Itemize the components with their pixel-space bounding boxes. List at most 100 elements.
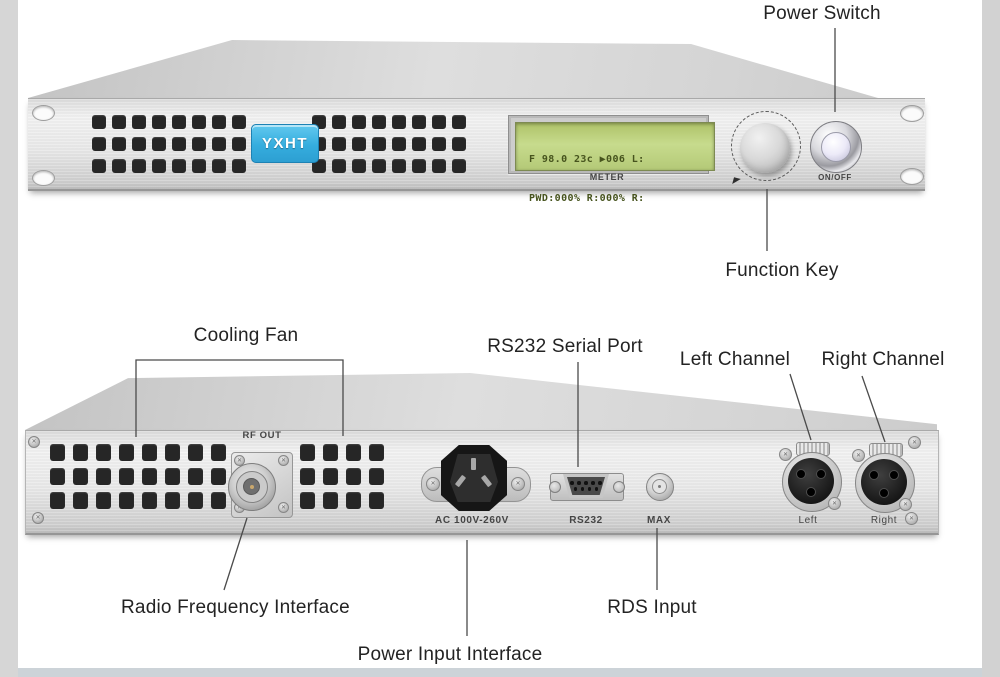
vent-hole <box>452 115 466 129</box>
vent-hole <box>232 137 246 151</box>
vent-hole <box>172 137 186 151</box>
xlr-left-connector[interactable] <box>788 458 834 504</box>
xlr-pin-hole <box>816 469 826 479</box>
vent-hole <box>112 159 126 173</box>
vent-hole <box>132 115 146 129</box>
vent-hole <box>192 159 206 173</box>
vent-hole <box>352 159 366 173</box>
vent-hole <box>323 444 338 461</box>
vent-hole <box>232 159 246 173</box>
vent-grid-front-right <box>312 115 466 173</box>
vent-hole <box>212 115 226 129</box>
vent-hole <box>152 137 166 151</box>
rack-ear-hole <box>900 168 924 185</box>
vent-hole <box>323 468 338 485</box>
vent-hole <box>132 159 146 173</box>
vent-hole <box>452 159 466 173</box>
vent-hole <box>352 115 366 129</box>
vent-hole <box>188 492 203 509</box>
vent-hole <box>92 137 106 151</box>
vent-hole <box>372 159 386 173</box>
vent-hole <box>570 481 574 485</box>
xlr-pin-hole <box>869 470 879 480</box>
vent-hole <box>300 468 315 485</box>
vent-hole <box>412 115 426 129</box>
xlr-screw <box>779 448 792 461</box>
lcd-display: F 98.0 23c ▶006 L: PWD:000% R:000% R: <box>515 122 715 204</box>
annotation-right-channel: Right Channel <box>821 349 945 370</box>
vent-hole <box>165 468 180 485</box>
annotation-function-key: Function Key <box>725 260 839 281</box>
front-chassis-top <box>28 40 878 98</box>
vent-hole <box>165 444 180 461</box>
vent-hole <box>232 115 246 129</box>
annotation-rs232-serial-port: RS232 Serial Port <box>487 336 643 357</box>
ac-plate-screw <box>426 477 440 491</box>
vent-grid-front-left <box>92 115 246 173</box>
frame-border-left <box>0 0 18 677</box>
vent-hole <box>323 492 338 509</box>
vent-grid-rear-right <box>300 444 384 509</box>
annotation-cooling-fan: Cooling Fan <box>193 325 299 346</box>
lcd-line-1: F 98.0 23c ▶006 L: <box>529 154 645 165</box>
vent-hole <box>142 468 157 485</box>
xlr-screw <box>828 497 841 510</box>
vent-hole <box>392 137 406 151</box>
vent-hole <box>73 468 88 485</box>
vent-hole <box>50 444 65 461</box>
vent-hole <box>432 137 446 151</box>
rear-chassis-top <box>25 373 937 430</box>
vent-hole <box>119 468 134 485</box>
ac-plate-screw <box>511 477 525 491</box>
vent-hole <box>172 115 186 129</box>
xlr-pin-hole <box>796 469 806 479</box>
right-label: Right <box>870 515 898 526</box>
lcd-line-2: PWD:000% R:000% R: <box>529 193 645 204</box>
mpx-bnc-connector[interactable] <box>646 473 674 501</box>
vent-hole <box>119 444 134 461</box>
vent-hole <box>73 444 88 461</box>
rs232-nut <box>549 481 561 493</box>
function-knob[interactable] <box>740 123 790 173</box>
vent-hole <box>96 468 111 485</box>
xlr-right-connector[interactable] <box>861 459 907 505</box>
annotation-left-channel: Left Channel <box>679 349 791 370</box>
vent-hole <box>50 492 65 509</box>
vent-hole <box>300 444 315 461</box>
ac-pin-earth <box>471 458 476 470</box>
ac-voltage-label: AC 100V-260V <box>435 515 509 526</box>
rf-connector-socket <box>243 478 260 495</box>
xlr-pin-hole <box>889 470 899 480</box>
rack-ear-hole <box>32 170 55 186</box>
vent-hole <box>432 159 446 173</box>
vent-hole <box>452 137 466 151</box>
ac-power-inlet[interactable] <box>441 445 507 511</box>
annotation-power-switch: Power Switch <box>763 3 881 24</box>
vent-hole <box>587 487 592 491</box>
vent-hole <box>332 159 346 173</box>
xlr-screw <box>899 498 912 511</box>
vent-hole <box>50 468 65 485</box>
vent-hole <box>73 492 88 509</box>
rf-out-label: RF OUT <box>242 430 282 441</box>
vent-hole <box>92 159 106 173</box>
frame-border-bottom <box>18 668 982 677</box>
panel-screw <box>908 436 921 449</box>
rf-center-pin <box>249 484 254 489</box>
vent-hole <box>96 444 111 461</box>
vent-hole <box>165 492 180 509</box>
vent-hole <box>432 115 446 129</box>
xlr-screw <box>852 449 865 462</box>
left-label: Left <box>798 515 818 526</box>
vent-hole <box>372 137 386 151</box>
annotation-rds-input: RDS Input <box>607 597 697 618</box>
xlr-pin-hole <box>806 487 816 497</box>
frame-border-right <box>982 0 1000 677</box>
vent-hole <box>112 115 126 129</box>
vent-hole <box>211 492 226 509</box>
vent-hole <box>346 468 361 485</box>
vent-hole <box>598 481 602 485</box>
vent-hole <box>132 137 146 151</box>
vent-hole <box>369 492 384 509</box>
power-button-cap <box>821 132 851 162</box>
